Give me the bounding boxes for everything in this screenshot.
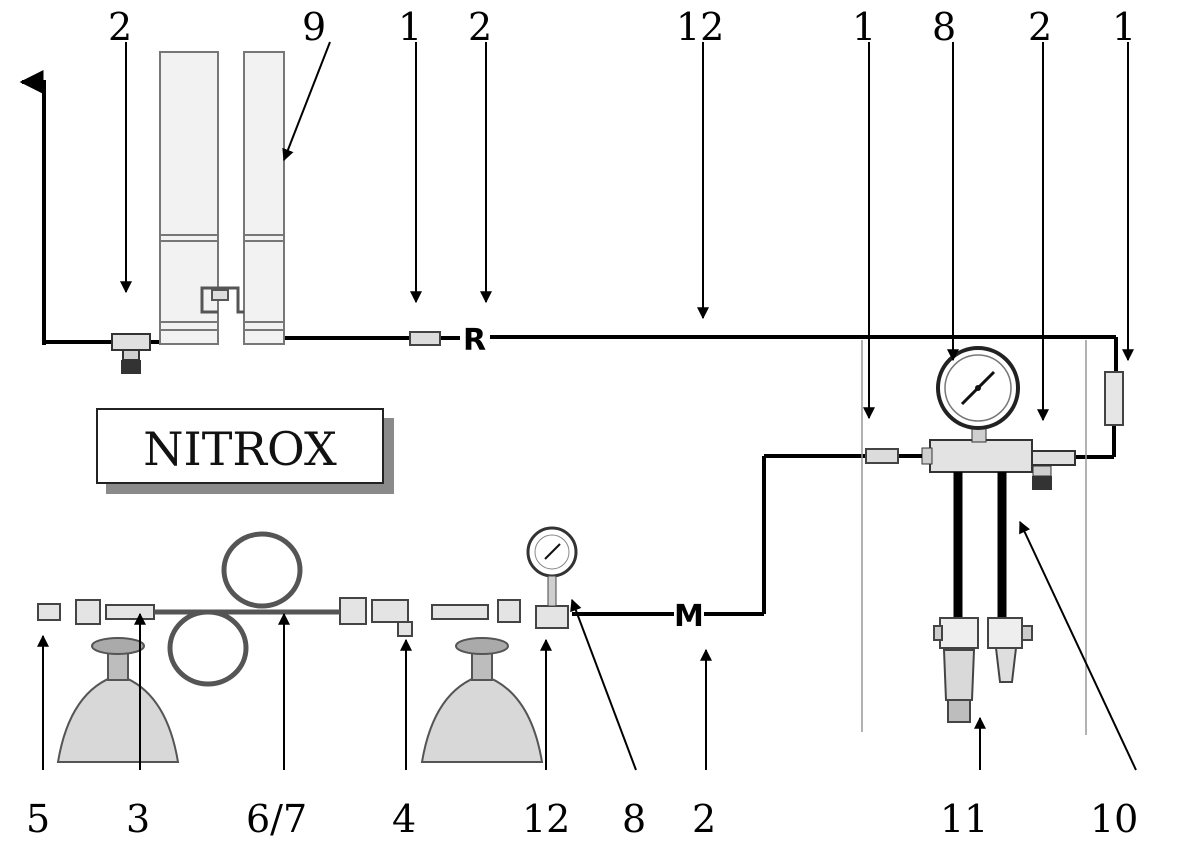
whip-hoses xyxy=(953,472,1007,618)
callout-arrows xyxy=(37,41,1137,771)
nitrox-label-box: NITROX xyxy=(96,408,384,484)
lower-gas-line xyxy=(572,454,922,616)
callout-top-2: 9 xyxy=(302,5,327,49)
callout-top-9: 1 xyxy=(1112,5,1137,49)
manifold xyxy=(921,427,1033,473)
callout-top-5: 12 xyxy=(676,5,725,49)
callout-top-6: 1 xyxy=(852,5,877,49)
nitrox-label: NITROX xyxy=(143,422,337,476)
coil-hose xyxy=(154,531,340,687)
callout-top-8: 2 xyxy=(1028,5,1053,49)
inline-filter-right xyxy=(1104,371,1124,426)
filter-columns xyxy=(159,51,285,345)
callout-top-1: 2 xyxy=(108,5,133,49)
fill-valves-11 xyxy=(933,617,979,723)
fittings-lower xyxy=(37,597,569,637)
letter-r: R xyxy=(463,323,486,358)
callout-bottom-1: 5 xyxy=(26,797,51,841)
gas-cylinders xyxy=(56,637,544,763)
fill-valves-10 xyxy=(987,617,1033,683)
edge-marks xyxy=(861,340,1087,735)
letter-m: M xyxy=(674,599,704,634)
callout-top-4: 2 xyxy=(468,5,493,49)
callout-bottom-8: 11 xyxy=(940,797,989,841)
main-gas-line xyxy=(19,70,1118,459)
callout-bottom-4: 4 xyxy=(392,797,417,841)
callout-bottom-7: 2 xyxy=(692,797,717,841)
inline-filter-mid xyxy=(865,448,899,464)
callout-bottom-3: 6/7 xyxy=(246,797,308,841)
callout-bottom-5: 12 xyxy=(522,797,571,841)
callout-bottom-6: 8 xyxy=(622,797,647,841)
tee-valve-right xyxy=(1031,450,1076,490)
inline-filter-top xyxy=(409,331,441,346)
callout-top-3: 1 xyxy=(398,5,423,49)
tee-valve-left xyxy=(111,333,151,374)
callout-bottom-2: 3 xyxy=(126,797,151,841)
callout-bottom-9: 10 xyxy=(1090,797,1139,841)
manifold-gauge xyxy=(936,346,1020,430)
callout-top-7: 8 xyxy=(932,5,957,49)
small-gauge xyxy=(526,526,578,607)
